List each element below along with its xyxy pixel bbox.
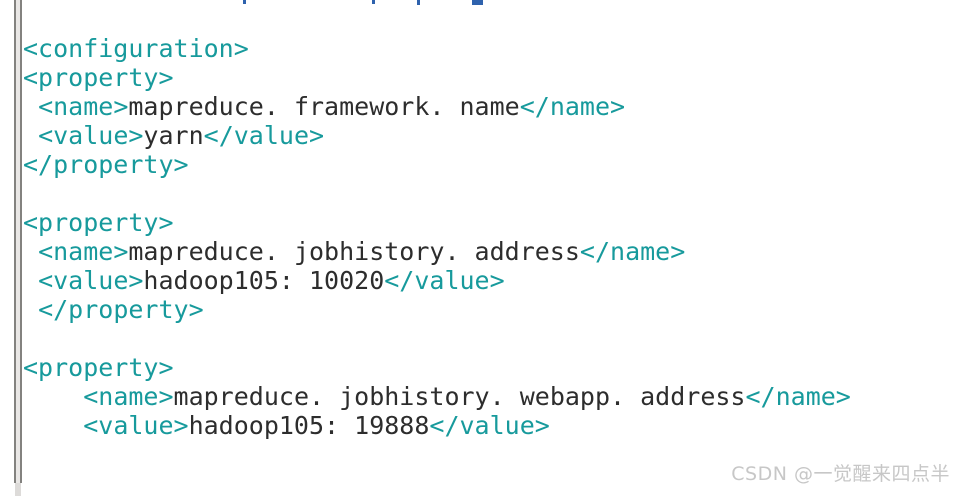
code-line: <property> [23, 353, 851, 382]
code-line [23, 324, 851, 353]
cutoff-line-fragment [417, 0, 420, 5]
xml-tag: </property> [38, 295, 204, 324]
xml-text: mapreduce. jobhistory. address [128, 237, 580, 266]
xml-text: yarn [143, 121, 204, 150]
xml-text: mapreduce. jobhistory. webapp. address [173, 382, 746, 411]
code-line: <value>yarn</value> [23, 121, 851, 150]
code-line: <name>mapreduce. jobhistory. address</na… [23, 237, 851, 266]
xml-tag: </property> [23, 150, 189, 179]
code-line: <property> [23, 208, 851, 237]
xml-text: hadoop105: 19888 [188, 411, 430, 440]
watermark: CSDN @一觉醒来四点半 [731, 463, 950, 485]
code-line: <value>hadoop105: 19888</value> [23, 411, 851, 440]
xml-tag: </name> [519, 92, 626, 121]
xml-code-area[interactable]: <configuration><property> <name>mapreduc… [23, 0, 851, 440]
xml-tag: <property> [23, 353, 174, 382]
xml-text [23, 411, 83, 440]
cutoff-line-fragment [243, 0, 246, 4]
code-line: <property> [23, 63, 851, 92]
code-line: </property> [23, 295, 851, 324]
xml-tag: <configuration> [23, 34, 249, 63]
cutoff-line-fragment [372, 0, 375, 4]
xml-tag: <name> [83, 382, 174, 411]
code-line: <value>hadoop105: 10020</value> [23, 266, 851, 295]
xml-tag: <property> [23, 208, 174, 237]
code-line: <configuration> [23, 34, 851, 63]
xml-text [23, 237, 38, 266]
xml-text [23, 266, 38, 295]
code-line [23, 5, 851, 34]
xml-tag: <value> [38, 121, 144, 150]
code-line: <name>mapreduce. framework. name</name> [23, 92, 851, 121]
xml-text [23, 121, 38, 150]
xml-tag: </name> [745, 382, 851, 411]
xml-tag: </value> [384, 266, 505, 295]
xml-text [23, 295, 38, 324]
xml-tag: </name> [579, 237, 686, 266]
xml-text [23, 92, 38, 121]
xml-tag: </value> [429, 411, 550, 440]
xml-tag: <value> [38, 266, 144, 295]
xml-tag: <name> [38, 237, 129, 266]
left-scrollbar[interactable] [14, 0, 22, 483]
code-line: <name>mapreduce. jobhistory. webapp. add… [23, 382, 851, 411]
xml-text: hadoop105: 10020 [143, 266, 385, 295]
code-line: </property> [23, 150, 851, 179]
left-scrollbar-track-end [15, 483, 21, 496]
xml-tag: <property> [23, 63, 174, 92]
xml-tag: </value> [203, 121, 325, 150]
xml-text [23, 382, 83, 411]
xml-tag: <value> [83, 411, 189, 440]
xml-text: mapreduce. framework. name [128, 92, 520, 121]
xml-tag: <name> [38, 92, 129, 121]
code-line [23, 179, 851, 208]
cutoff-line-fragment [472, 0, 483, 5]
